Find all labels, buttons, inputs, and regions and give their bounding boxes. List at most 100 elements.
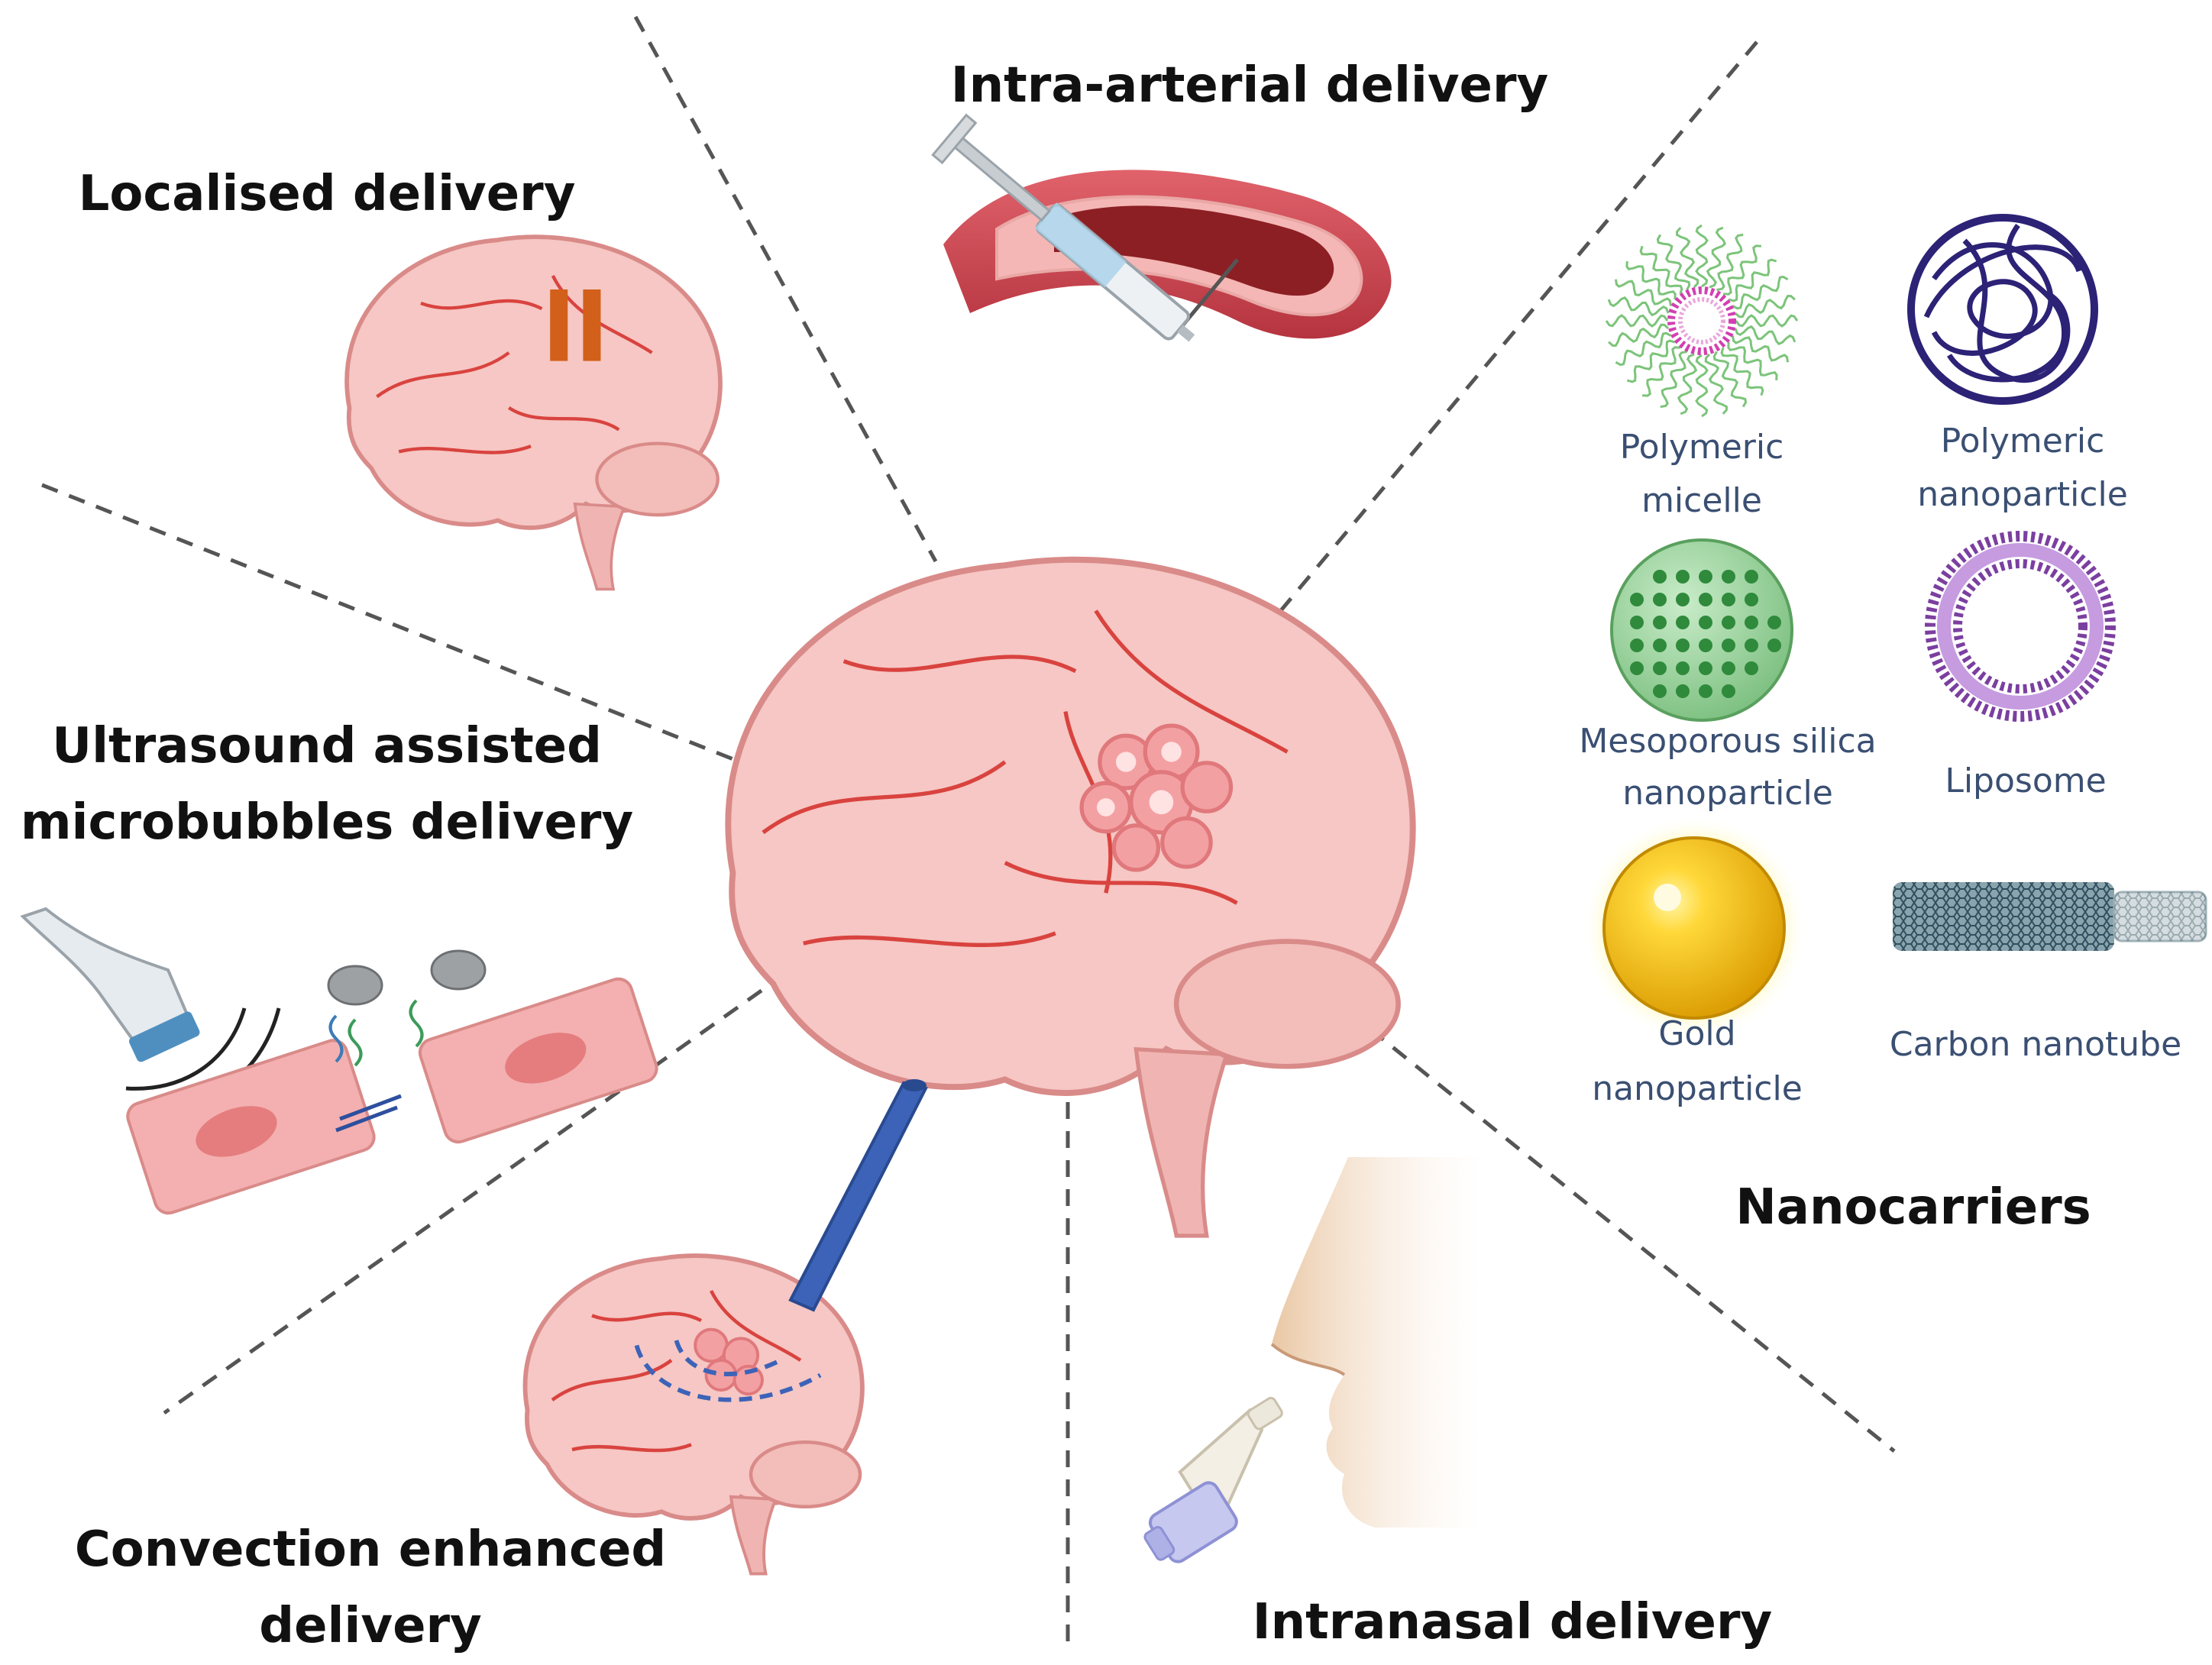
localised-delivery-title: Localised delivery <box>79 166 576 222</box>
silica-pore <box>1630 593 1644 606</box>
ultrasound-title-line1: Ultrasound assisted <box>52 718 602 774</box>
micelle-polymer-arm <box>1695 354 1709 418</box>
micelle-polymer-arm <box>1704 353 1729 415</box>
silica-pore <box>1699 684 1712 698</box>
micelle-polymer-arm <box>1723 244 1761 296</box>
micelle-polymer-arm <box>1615 331 1672 367</box>
silica-pore <box>1676 661 1690 675</box>
silica-pore <box>1767 639 1781 652</box>
silica-pore <box>1699 570 1712 584</box>
silica-pore <box>1745 593 1758 606</box>
micelle-polymer-arm <box>1732 275 1789 310</box>
silica-pore <box>1745 639 1758 652</box>
micelle-polymer-arm <box>1728 258 1777 302</box>
micelle-polymer-arm <box>1605 314 1669 328</box>
silica-pore <box>1676 570 1690 584</box>
micelle-polymer-arm <box>1706 226 1726 289</box>
micelle-polymer-arm <box>1712 351 1748 408</box>
mesoporous-label-line1: Mesoporous silica <box>1579 722 1876 761</box>
micelle-polymer-arm <box>1614 279 1672 306</box>
face-profile <box>1272 1157 1482 1528</box>
polymeric-micelle-icon <box>1605 224 1799 418</box>
implant-right <box>583 289 601 361</box>
intranasal-delivery-title: Intranasal delivery <box>1253 1594 1772 1650</box>
silica-pore <box>1745 661 1758 675</box>
nanocarriers-title: Nanocarriers <box>1735 1179 2091 1236</box>
silica-pore <box>1722 616 1735 629</box>
gold-label-line1: Gold <box>1658 1014 1735 1053</box>
artery-syringe-illustration <box>931 113 1392 342</box>
convection-title-line2: delivery <box>259 1598 482 1654</box>
catheter-icon <box>788 1079 928 1312</box>
localised-brain-illustration <box>347 237 720 591</box>
silica-pore <box>1767 616 1781 629</box>
silica-pore <box>1653 616 1667 629</box>
micelle-polymer-arm <box>1626 339 1676 383</box>
divider-lines <box>41 15 1896 1654</box>
gold-label-line2: nanoparticle <box>1592 1069 1803 1108</box>
silica-pore <box>1722 570 1735 584</box>
silica-pore <box>1676 639 1690 652</box>
silica-pore <box>1699 639 1712 652</box>
silica-pore <box>1630 616 1644 629</box>
silica-pore <box>1653 661 1667 675</box>
silica-pore <box>1722 684 1735 698</box>
micelle-polymer-arm <box>1625 261 1677 299</box>
silica-pore <box>1676 616 1690 629</box>
micelle-polymer-arm <box>1695 224 1709 288</box>
micelle-label-line2: micelle <box>1641 481 1762 520</box>
micelle-polymer-arm <box>1732 335 1790 363</box>
polymeric-np-label-line2: nanoparticle <box>1917 475 2128 514</box>
ultrasound-probe-icon <box>20 907 193 1049</box>
intra-arterial-delivery-title: Intra-arterial delivery <box>951 57 1548 114</box>
mesoporous-silica-icon <box>1610 538 1793 722</box>
silica-pore <box>1653 570 1667 584</box>
gold-nanoparticle-icon <box>1581 815 1807 1041</box>
silica-pore <box>1630 639 1644 652</box>
central-brain-illustration <box>728 560 1412 1238</box>
silica-pore <box>1699 616 1712 629</box>
micelle-polymer-arm <box>1608 323 1670 348</box>
silica-pore <box>1745 616 1758 629</box>
micelle-polymer-arm <box>1716 233 1744 291</box>
silica-pore <box>1745 570 1758 584</box>
polymeric-nanoparticle-icon <box>1907 214 2098 405</box>
carbon-nanotube-icon <box>1893 882 2207 951</box>
micelle-polymer-arm <box>1727 342 1778 380</box>
silica-pore <box>1722 593 1735 606</box>
micelle-polymer-arm <box>1677 353 1698 415</box>
convection-brain-illustration <box>526 1256 862 1576</box>
silica-pore <box>1722 639 1735 652</box>
intranasal-illustration <box>1143 1157 1482 1563</box>
micelle-polymer-arm <box>1734 325 1796 345</box>
microbubble-icon <box>430 949 487 991</box>
silica-pore <box>1699 661 1712 675</box>
micelle-polymer-arm <box>1642 346 1680 397</box>
silica-pore <box>1653 593 1667 606</box>
micelle-label-line1: Polymeric <box>1620 428 1784 467</box>
silica-pore <box>1722 661 1735 675</box>
micelle-polymer-arm <box>1734 294 1796 318</box>
silica-pore <box>1630 661 1644 675</box>
silica-pore <box>1676 593 1690 606</box>
micelle-polymer-arm <box>1607 296 1670 317</box>
mesoporous-label-line2: nanoparticle <box>1622 774 1833 813</box>
micelle-polymer-arm <box>1735 314 1799 328</box>
silica-pore <box>1676 684 1690 698</box>
silica-pore <box>1699 593 1712 606</box>
nasal-spray-device-icon <box>1143 1396 1283 1563</box>
micelle-polymer-arm <box>1656 234 1691 291</box>
liposome-icon <box>1925 531 2116 722</box>
micelle-polymer-arm <box>1639 245 1683 295</box>
silica-pore <box>1653 639 1667 652</box>
micelle-polymer-arm <box>1660 351 1687 409</box>
silica-pore <box>1653 684 1667 698</box>
carbon-nanotube-label: Carbon nanotube <box>1890 1025 2181 1064</box>
polymeric-np-label-line1: Polymeric <box>1941 422 2105 461</box>
micelle-polymer-arm <box>1720 347 1764 396</box>
ultrasound-title-line2: microbubbles delivery <box>21 794 633 851</box>
convection-title-line1: Convection enhanced <box>75 1521 666 1578</box>
microbubble-icon <box>327 965 383 1006</box>
nanocarriers-panel: Polymeric micelle Polymeric nanoparticle… <box>1579 214 2207 1108</box>
